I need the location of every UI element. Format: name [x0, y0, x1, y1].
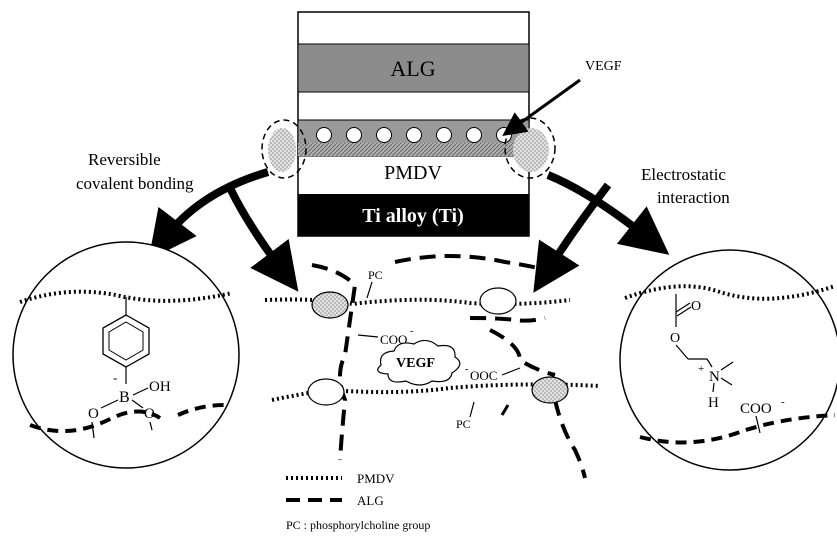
- right-detail-circle: O O N + H COO -: [619, 249, 837, 471]
- ooc-charge-label: -: [465, 364, 468, 375]
- carboxylate-charge-label: -: [410, 326, 413, 337]
- pc-tick-lower: [500, 404, 510, 416]
- arrow-to-right-detail: [546, 171, 670, 255]
- alg-chain-network-c: [489, 328, 556, 377]
- vegf-cloud: [377, 339, 461, 386]
- pmdv-chain-left: [19, 289, 233, 304]
- hydroxyl-group: OH: [149, 379, 171, 395]
- right-detail-boundary: [619, 249, 837, 471]
- legend-alg-label: ALG: [357, 493, 384, 508]
- pc-bond-upper: [366, 281, 373, 299]
- alg-chain-network-d: [469, 316, 546, 323]
- alg-chain-left: [29, 409, 162, 434]
- alg-chain-right: [639, 413, 836, 445]
- nitrogen-atom: N: [709, 369, 720, 385]
- vegf-callout-label: VEGF: [585, 59, 622, 74]
- bond-line: [706, 358, 713, 368]
- alg-layer-label: ALG: [390, 56, 435, 81]
- pc-label-lower: PC: [456, 417, 471, 431]
- ooc-label: OOC: [470, 368, 497, 383]
- bond-line: [131, 399, 144, 409]
- bond-line: [91, 421, 95, 439]
- boronate-crosslink-lower: [531, 376, 569, 404]
- vegf-particle: [376, 127, 392, 143]
- bond-line: [720, 377, 733, 386]
- bond-line: [712, 382, 715, 393]
- bond-line: [149, 421, 153, 431]
- bond-line: [755, 415, 761, 434]
- layer-stack: ALG PMDV Ti alloy (Ti): [261, 11, 556, 237]
- left-detail-circle: B - OH O O: [12, 241, 240, 469]
- left-callout-line2: covalent bonding: [76, 174, 194, 193]
- arrow-to-network-right: [533, 182, 612, 293]
- carbonyl-oxygen: O: [691, 299, 701, 314]
- bond-line: [100, 399, 119, 409]
- right-interface-shading: [513, 128, 549, 172]
- ionic-crosslink-upper: [479, 287, 517, 315]
- left-interface-highlight: [261, 119, 307, 179]
- bond-line: [720, 361, 734, 371]
- right-interface-highlight: [504, 117, 556, 179]
- polymer-network: PC PC COO - - OOC VEGF: [264, 254, 601, 479]
- bond-line: [675, 344, 689, 360]
- pmdv-layer-label: PMDV: [384, 162, 442, 184]
- alg-chain-left-tail: [177, 403, 226, 417]
- vegf-particle: [406, 127, 422, 143]
- ionic-crosslink-lower: [307, 378, 345, 406]
- ooc-bond: [501, 367, 521, 376]
- left-interface-shading: [268, 128, 296, 172]
- bond-line: [675, 302, 691, 313]
- vegf-pointer-arrow: [502, 78, 581, 137]
- vegf-particle: [466, 127, 482, 143]
- alg-chain-network-b: [394, 254, 561, 277]
- boron-charge: -: [113, 370, 117, 385]
- alg-layer: [297, 43, 530, 93]
- alg-chain-network-a: [311, 263, 358, 461]
- arrow-to-left-detail: [148, 168, 270, 260]
- left-detail-boundary: [12, 241, 240, 469]
- pc-bond-lower: [469, 401, 475, 418]
- substrate-layer: [298, 194, 529, 236]
- vegf-particle: [496, 127, 512, 143]
- carboxylate-charge: -: [781, 396, 785, 408]
- ester-oxygen: O: [670, 331, 680, 346]
- curved-arrows: [148, 168, 670, 293]
- coo-bond: [357, 334, 379, 338]
- benzene-ring-inner: [108, 321, 144, 361]
- legend-pmdv-label: PMDV: [357, 471, 395, 486]
- pmdv-chain-right: [624, 284, 836, 301]
- right-callout-line2: interaction: [657, 188, 730, 207]
- vegf-particles: [316, 127, 512, 143]
- bond-line: [676, 306, 692, 317]
- hydrogen-atom: H: [708, 395, 719, 411]
- pmdv-hatched-band: [298, 143, 529, 156]
- alg-chain-network-e: [553, 399, 587, 479]
- vegf-particle: [436, 127, 452, 143]
- legend-pc-note: PC : phosphorylcholine group: [286, 518, 430, 532]
- vegf-particle: [316, 127, 332, 143]
- oxygen-atom-left: O: [88, 406, 99, 422]
- legend: PMDV ALG PC : phosphorylcholine group: [286, 471, 430, 532]
- left-callout-line1: Reversible: [88, 150, 161, 169]
- boronate-crosslink-upper: [311, 291, 349, 319]
- substrate-label: Ti alloy (Ti): [362, 205, 464, 227]
- boron-atom: B: [119, 389, 130, 406]
- right-callout-line1: Electrostatic: [641, 165, 726, 184]
- nitrogen-charge: +: [698, 363, 704, 375]
- arrow-to-network-left: [226, 186, 299, 292]
- vegf-particle: [346, 127, 362, 143]
- oxygen-atom-right: O: [144, 406, 155, 422]
- carboxylate-group: COO: [740, 401, 772, 417]
- vegf-cloud-label: VEGF: [396, 356, 435, 371]
- pmdv-chain-upper: [264, 297, 571, 307]
- bond-line: [132, 387, 149, 396]
- pc-label-upper: PC: [368, 268, 383, 282]
